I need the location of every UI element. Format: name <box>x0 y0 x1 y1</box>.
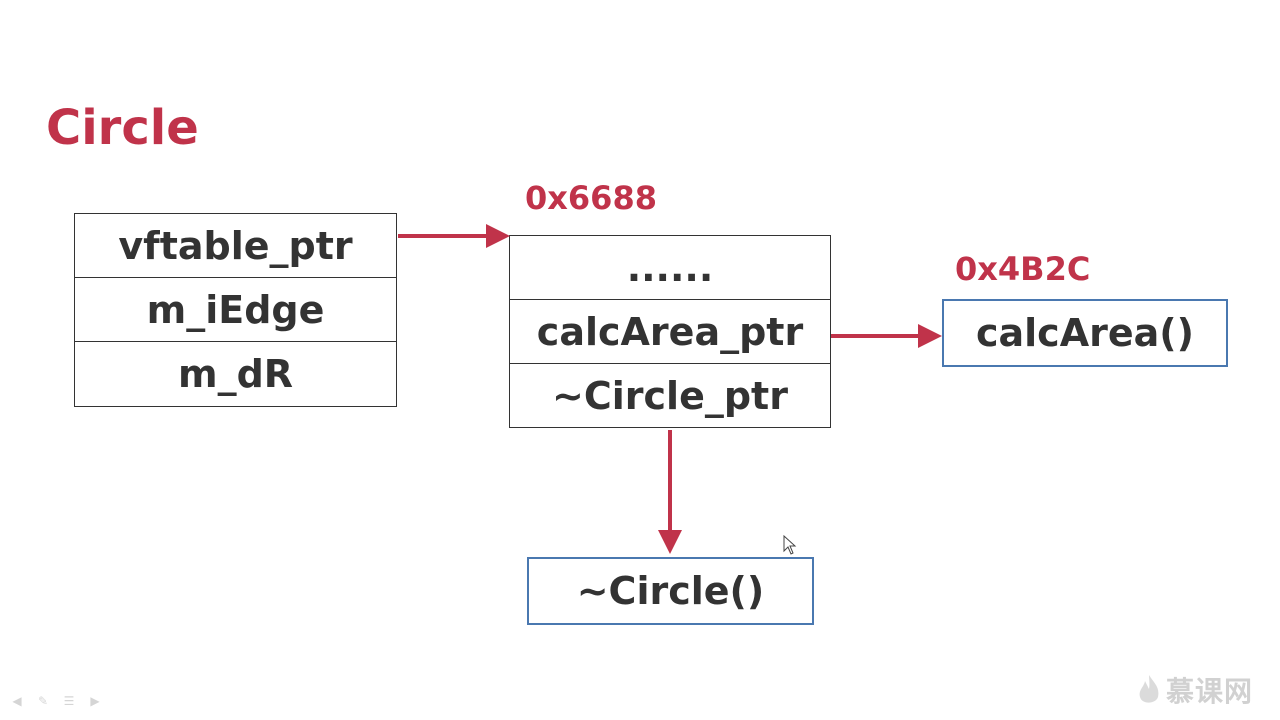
vtable-row-circle-dtor-ptr: ~Circle_ptr <box>552 374 788 418</box>
object-row-m-iedge: m_iEdge <box>75 278 396 342</box>
next-icon[interactable]: ▶ <box>90 694 100 708</box>
menu-icon[interactable]: ☰ <box>63 694 75 708</box>
presentation-controls: ◀ ✎ ☰ ▶ <box>8 694 104 708</box>
vtable-table: ...... calcArea_ptr ~Circle_ptr <box>509 235 831 428</box>
calcarea-address: 0x4B2C <box>955 250 1091 288</box>
object-layout-table: vftable_ptr m_iEdge m_dR <box>74 213 397 407</box>
prev-icon[interactable]: ◀ <box>12 694 22 708</box>
vtable-row-calcarea-ptr: calcArea_ptr <box>510 300 830 364</box>
vtable-row-ellipsis: ...... <box>510 236 830 300</box>
watermark-text: 慕课网 <box>1166 675 1254 708</box>
arrow-dtor-ptr-to-function-head <box>658 530 682 554</box>
slide-title: Circle <box>46 100 199 156</box>
mouse-pointer-icon <box>783 535 797 555</box>
calcarea-function-box: calcArea() <box>942 299 1228 367</box>
arrow-calcarea-ptr-to-function-head <box>918 324 942 348</box>
object-row-vftable-ptr: vftable_ptr <box>75 214 396 278</box>
circle-destructor-function-box: ~Circle() <box>527 557 814 625</box>
arrow-vftable-to-vtable-head <box>486 224 510 248</box>
watermark-logo: 慕课网 <box>1136 670 1253 710</box>
vtable-address: 0x6688 <box>525 179 657 217</box>
flame-icon <box>1139 675 1159 703</box>
object-row-m-dr: m_dR <box>177 352 294 396</box>
pen-icon[interactable]: ✎ <box>37 694 49 708</box>
